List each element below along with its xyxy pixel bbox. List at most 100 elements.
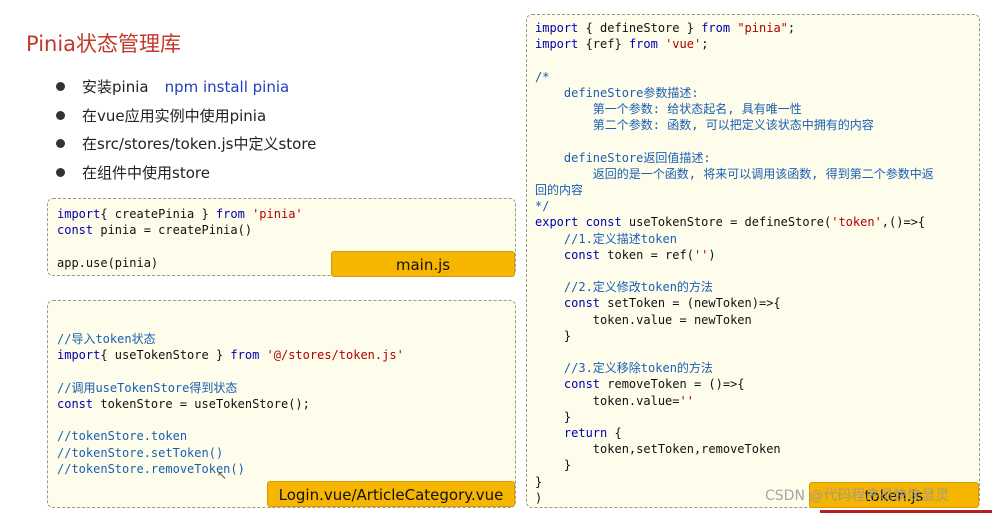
code-token: removeToken = ()=>{ (600, 377, 745, 392)
code-token: app.use(pinia) (57, 255, 159, 270)
code-token: 'vue' (657, 37, 702, 52)
code-token: //调用useTokenStore得到状态 (57, 380, 238, 395)
login-vue-code: //导入token状态 import{ useTokenStore } from… (57, 315, 404, 477)
code-token: //3.定义移除token的方法 (535, 361, 713, 376)
code-token: //2.定义修改token的方法 (535, 280, 713, 295)
code-line: 第一个参数: 给状态起名, 具有唯一性 (535, 102, 802, 116)
code-token: //tokenStore.setToken() (57, 445, 224, 460)
code-line: const setToken = (newToken)=>{ (535, 296, 781, 310)
install-command: npm install pinia (164, 78, 290, 96)
code-token: from (628, 37, 658, 52)
code-token: token = ref( (600, 247, 694, 262)
code-token: 第二个参数: 函数, 可以把定义该状态中拥有的内容 (535, 118, 874, 133)
code-line: 返回的是一个函数, 将来可以调用该函数, 得到第二个参数中返 (535, 167, 934, 181)
code-line: const token = ref('') (535, 248, 716, 262)
code-line: return { (535, 426, 622, 440)
code-token: //1.定义描述token (535, 231, 677, 246)
code-line: import{ createPinia } from 'pinia' (57, 207, 303, 221)
code-token: '@/stores/token.js' (259, 348, 404, 363)
bullet-list: 安装pinia npm install pinia 在vue应用实例中使用pini… (56, 73, 316, 187)
code-token: 第一个参数: 给状态起名, 具有唯一性 (535, 102, 802, 117)
code-token: const (535, 377, 601, 392)
code-line: } (535, 410, 571, 424)
code-token: const (535, 296, 601, 311)
code-token: { useTokenStore } (100, 348, 231, 363)
bullet-text: 安装pinia (82, 78, 149, 96)
code-token: "pinia" (730, 21, 788, 35)
code-line: const tokenStore = useTokenStore(); (57, 397, 310, 411)
code-token: import (535, 21, 579, 35)
code-token: export const (535, 215, 622, 230)
bullet-text: 在src/stores/token.js中定义store (82, 135, 317, 153)
code-token: 'token' (831, 215, 882, 230)
code-token: 回的内容 (535, 183, 584, 198)
code-token: } (535, 458, 572, 473)
code-token: from (230, 348, 260, 363)
code-token: 返回的是一个函数, 将来可以调用该函数, 得到第二个参数中返 (535, 166, 934, 181)
code-line: import{ useTokenStore } from '@/stores/t… (57, 348, 404, 362)
code-token: pinia = createPinia() (93, 223, 253, 238)
bullet-item: 在组件中使用store (56, 159, 316, 188)
code-token: defineStore返回值描述: (535, 150, 711, 165)
code-line: 第二个参数: 函数, 可以把定义该状态中拥有的内容 (535, 118, 874, 132)
code-line: //tokenStore.removeToken() (57, 462, 245, 476)
bullet-text: 在组件中使用store (82, 163, 210, 182)
code-token: */ (535, 199, 550, 214)
code-line: //tokenStore.token (57, 429, 187, 443)
code-line: //调用useTokenStore得到状态 (57, 381, 237, 395)
code-token: const (535, 247, 601, 262)
code-token: { createPinia } (100, 207, 216, 221)
code-token: token.value = newToken (535, 312, 752, 327)
code-token: { defineStore } (578, 21, 702, 35)
code-line: import {ref} from 'vue'; (535, 37, 708, 51)
code-token: ) (708, 247, 716, 262)
login-vue-panel: //导入token状态 import{ useTokenStore } from… (47, 300, 516, 508)
code-line: token.value='' (535, 394, 694, 408)
code-line: const removeToken = ()=>{ (535, 377, 745, 391)
code-line: app.use(pinia) (57, 256, 158, 270)
bullet-item: 在src/stores/token.js中定义store (56, 130, 316, 159)
main-js-panel: import{ createPinia } from 'pinia' const… (47, 198, 516, 277)
code-line: export const useTokenStore = defineStore… (535, 215, 925, 229)
code-line: } (535, 458, 571, 472)
code-line: ) (535, 491, 542, 505)
mouse-cursor-icon: ↖ (217, 468, 228, 482)
code-token: from (701, 21, 731, 35)
code-token: {ref} (578, 37, 629, 52)
code-token: ,()=>{ (881, 215, 926, 230)
code-token: const (57, 397, 94, 412)
code-token: ; (701, 37, 709, 52)
red-underline (820, 510, 992, 513)
code-token: //tokenStore.token (57, 429, 188, 444)
code-line: defineStore参数描述: (535, 86, 699, 100)
code-line: token,setToken,removeToken (535, 442, 781, 456)
bullet-dot-icon (56, 139, 65, 148)
code-token: const (57, 223, 94, 238)
main-js-code: import{ createPinia } from 'pinia' const… (57, 206, 303, 271)
code-token: import (57, 348, 101, 363)
code-line: //2.定义修改token的方法 (535, 280, 713, 294)
login-vue-tag: Login.vue/ArticleCategory.vue (267, 481, 515, 507)
code-token: useTokenStore = defineStore( (621, 215, 832, 230)
code-token: '' (679, 393, 694, 408)
bullet-item: 安装pinia npm install pinia (56, 73, 316, 102)
code-token: ) (535, 490, 543, 505)
code-token: defineStore参数描述: (535, 85, 699, 100)
code-token: from (215, 207, 245, 221)
code-line: 回的内容 (535, 183, 583, 197)
code-line: //1.定义描述token (535, 232, 677, 246)
code-token: import (57, 207, 101, 221)
code-token: /* (535, 69, 550, 84)
code-line: //tokenStore.setToken() (57, 446, 223, 460)
code-line: defineStore返回值描述: (535, 151, 711, 165)
token-js-tag: token.js (809, 482, 979, 508)
code-line: import { defineStore } from "pinia"; (535, 21, 795, 35)
token-js-panel: import { defineStore } from "pinia"; imp… (526, 14, 980, 508)
slide-title: Pinia状态管理库 (26, 32, 182, 56)
code-token: //导入token状态 (57, 332, 156, 347)
code-line: token.value = newToken (535, 313, 752, 327)
bullet-item: 在vue应用实例中使用pinia (56, 102, 316, 131)
main-js-tag: main.js (331, 251, 515, 277)
code-line: */ (535, 199, 549, 213)
code-token: } (535, 474, 543, 489)
